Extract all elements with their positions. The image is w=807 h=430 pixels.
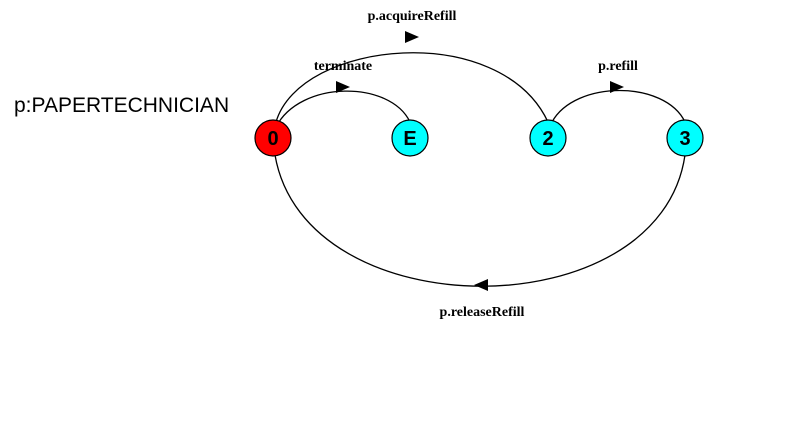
state-2: 2 <box>529 119 567 157</box>
label-release-refill: p.releaseRefill <box>440 305 525 320</box>
arrowhead-acquire-refill <box>405 31 419 43</box>
label-terminate: terminate <box>314 59 372 74</box>
label-acquire-refill: p.acquireRefill <box>368 9 457 24</box>
edge-acquire-refill <box>275 52 549 123</box>
arrowhead-release-refill <box>474 279 488 291</box>
process-title: p:PAPERTECHNICIAN <box>14 94 229 117</box>
state-e-circle <box>391 119 429 157</box>
state-3: 3 <box>666 119 704 157</box>
arrowhead-terminate <box>336 81 350 93</box>
state-2-label: 2 <box>542 128 553 150</box>
edge-release-refill <box>274 154 686 287</box>
edge-refill <box>551 89 686 123</box>
edge-terminate <box>275 90 411 128</box>
state-e-label: E <box>403 128 416 150</box>
state-0-label: 0 <box>267 128 278 150</box>
state-3-circle <box>666 119 704 157</box>
state-0-circle <box>254 119 292 157</box>
state-2-circle <box>529 119 567 157</box>
state-0: 0 <box>254 119 292 157</box>
label-refill: p.refill <box>598 59 638 74</box>
state-3-label: 3 <box>679 128 690 150</box>
state-e: E <box>391 119 429 157</box>
arrowhead-refill <box>610 81 624 93</box>
